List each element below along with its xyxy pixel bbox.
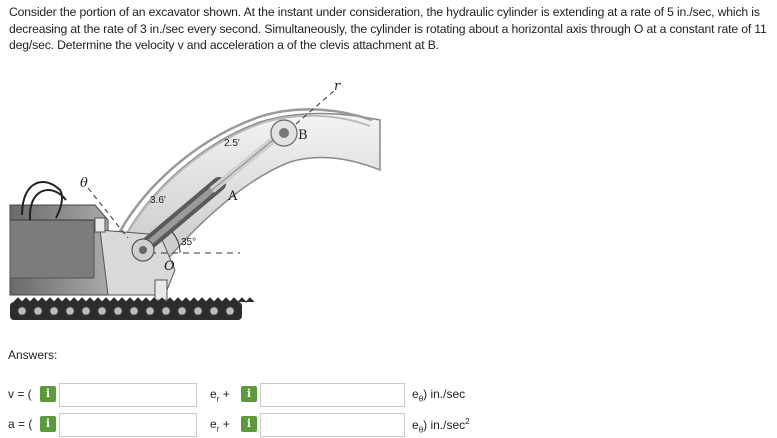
acceleration-etheta-input[interactable] [260, 413, 405, 437]
angle-35: 35° [181, 237, 196, 248]
info-icon[interactable]: i [40, 386, 56, 402]
label-a: A [227, 189, 238, 204]
info-icon[interactable]: i [40, 416, 56, 432]
dim-2-5: 2.5' [224, 138, 240, 149]
dim-3-6: 3.6' [150, 195, 166, 206]
acceleration-er-label: er + [210, 417, 230, 434]
info-icon[interactable]: i [241, 416, 257, 432]
velocity-prefix: v = ( [8, 387, 32, 401]
label-r: r [334, 79, 341, 94]
velocity-er-input[interactable] [59, 383, 197, 407]
excavator-figure: θ r B A O 2.5' 3.6' 35° [9, 79, 381, 320]
acceleration-er-input[interactable] [59, 413, 197, 437]
acceleration-unit-label: eθ) in./sec2 [412, 417, 470, 435]
label-o: O [164, 259, 175, 274]
label-b: B [298, 128, 308, 143]
info-icon[interactable]: i [241, 386, 257, 402]
label-theta: θ [80, 176, 88, 191]
velocity-er-label: er + [210, 387, 230, 404]
velocity-etheta-input[interactable] [260, 383, 405, 407]
problem-statement: Consider the portion of an excavator sho… [9, 5, 767, 52]
acceleration-answer-row: a = ( i er + i eθ) in./sec2 [0, 413, 777, 437]
acceleration-prefix: a = ( [8, 417, 33, 431]
answers-label: Answers: [8, 348, 58, 362]
velocity-answer-row: v = ( i er + i eθ) in./sec [0, 383, 777, 407]
velocity-unit-label: eθ) in./sec [412, 387, 466, 404]
